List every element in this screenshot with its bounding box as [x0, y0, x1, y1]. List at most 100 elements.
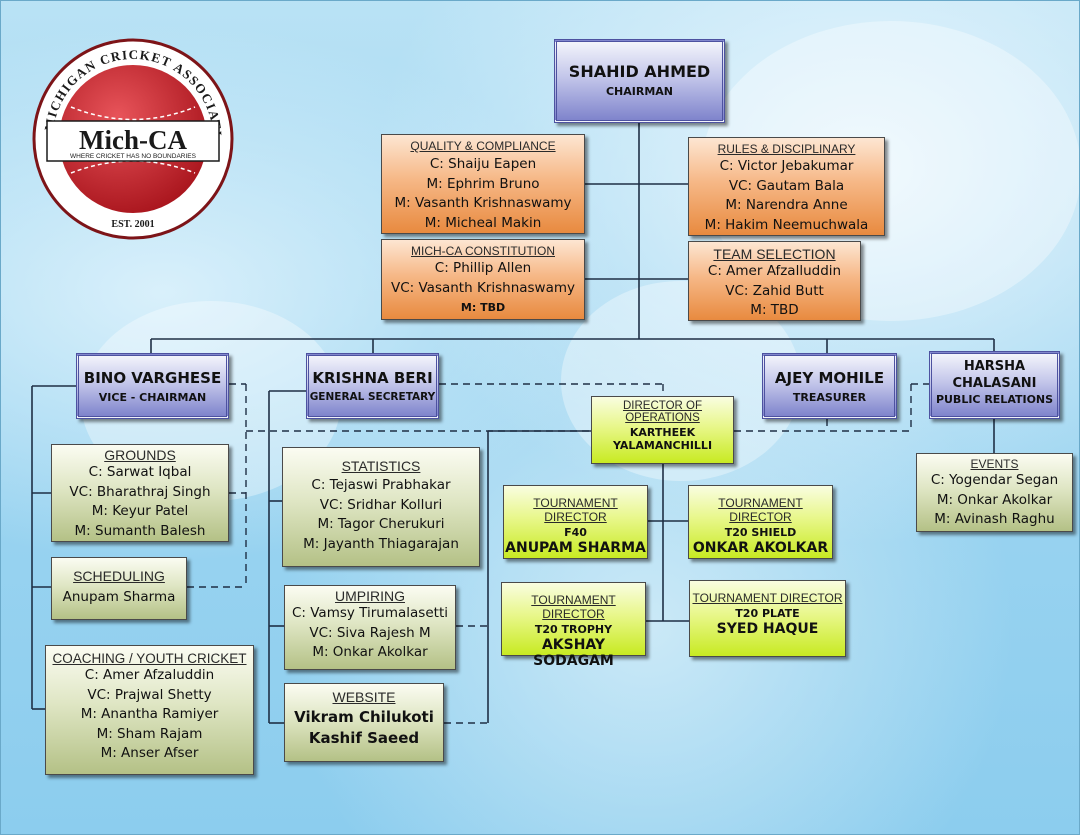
- member-line: C: Tejaswi Prabhakar: [311, 477, 451, 493]
- website-box: WEBSITE Vikram Chilukoti Kashif Saeed: [284, 683, 444, 762]
- chairman-name: SHAHID AHMED: [568, 62, 711, 81]
- member-line: C: Phillip Allen: [434, 260, 532, 276]
- rules-disciplinary-members: C: Victor Jebakumar VC: Gautam Bala M: N…: [689, 157, 884, 235]
- tournament-director-t20-plate-box: TOURNAMENT DIRECTOR T20 PLATE SYED HAQUE: [689, 580, 846, 657]
- member-line: VC: Vasanth Krishnaswamy: [390, 279, 576, 296]
- cricket-ball-logo-icon: MICHIGAN CRICKET ASSOCIATION • U.S.A. Mi…: [25, 25, 234, 240]
- tournament-director-title: TOURNAMENT DIRECTOR: [718, 496, 803, 524]
- member-line: M: Anantha Ramiyer: [80, 706, 219, 722]
- tournament-director-t20-shield-box: TOURNAMENT DIRECTOR T20 SHIELD ONKAR AKO…: [688, 485, 833, 559]
- tournament-director-f40-box: TOURNAMENT DIRECTOR F40 ANUPAM SHARMA: [503, 485, 648, 559]
- statistics-title: STATISTICS: [341, 458, 421, 474]
- constitution-box: MICH-CA CONSTITUTION C: Phillip Allen VC…: [381, 239, 585, 320]
- director-of-operations-name-1: KARTHEEK: [629, 426, 696, 439]
- member-line: C: Victor Jebakumar: [719, 158, 854, 174]
- public-relations-title: PUBLIC RELATIONS: [935, 393, 1054, 406]
- website-title: WEBSITE: [332, 689, 396, 705]
- statistics-box: STATISTICS C: Tejaswi Prabhakar VC: Srid…: [282, 447, 480, 567]
- tournament-director-title: TOURNAMENT DIRECTOR: [531, 593, 616, 621]
- member-line: M: Hakim Neemuchwala: [704, 216, 869, 233]
- constitution-members: C: Phillip Allen VC: Vasanth Krishnaswam…: [382, 259, 584, 318]
- events-box: EVENTS C: Yogendar Segan M: Onkar Akolka…: [916, 453, 1073, 532]
- tournament-director-name: ONKAR AKOLKAR: [692, 540, 829, 556]
- member-line: C: Amer Afzaluddin: [84, 667, 215, 683]
- tournament-director-title: TOURNAMENT DIRECTOR: [692, 591, 843, 605]
- quality-compliance-title: QUALITY & COMPLIANCE: [410, 139, 556, 153]
- member-line: M: Jayanth Thiagarajan: [303, 535, 459, 552]
- treasurer-box: AJEY MOHILE TREASURER: [762, 353, 897, 419]
- chairman-box: SHAHID AHMED CHAIRMAN: [554, 39, 725, 123]
- member-line: C: Shaiju Eapen: [429, 156, 537, 172]
- member-line: M: Keyur Patel: [91, 503, 189, 519]
- member-line: M: Onkar Akolkar: [936, 491, 1053, 508]
- member-line: M: Tagor Cherukuri: [317, 516, 445, 532]
- grounds-box: GROUNDS C: Sarwat Iqbal VC: Bharathraj S…: [51, 444, 229, 542]
- team-selection-members: C: Amer Afzalluddin VC: Zahid Butt M: TB…: [689, 262, 860, 321]
- director-of-operations-title-2: OPERATIONS: [625, 412, 700, 424]
- chairman-title: CHAIRMAN: [605, 85, 674, 98]
- umpiring-title: UMPIRING: [335, 588, 405, 604]
- member-line: M: Micheal Makin: [424, 214, 542, 231]
- member-line: M: Sumanth Balesh: [74, 522, 206, 539]
- scheduling-box: SCHEDULING Anupam Sharma: [51, 557, 187, 620]
- website-member: Vikram Chilukoti: [294, 708, 434, 726]
- public-relations-first-name: HARSHA: [963, 359, 1026, 374]
- vice-chairman-box: BINO VARGHESE VICE - CHAIRMAN: [76, 353, 229, 419]
- member-line: C: Vamsy Tirumalasetti: [291, 605, 448, 621]
- website-member: Kashif Saeed: [308, 729, 420, 747]
- member-line: VC: Bharathraj Singh: [69, 483, 211, 500]
- tournament-director-competition: F40: [564, 526, 587, 539]
- member-line: VC: Siva Rajesh M: [309, 624, 431, 641]
- team-selection-box: TEAM SELECTION C: Amer Afzalluddin VC: Z…: [688, 241, 861, 321]
- general-secretary-box: KRISHNA BERI GENERAL SECRETARY: [306, 353, 439, 419]
- member-line: M: Anser Afser: [100, 745, 199, 761]
- umpiring-members: C: Vamsy Tirumalasetti VC: Siva Rajesh M…: [285, 604, 455, 663]
- tournament-director-name: AKSHAY SODAGAM: [533, 637, 614, 669]
- tournament-director-competition: T20 SHIELD: [724, 526, 797, 539]
- mich-ca-logo: MICHIGAN CRICKET ASSOCIATION • U.S.A. Mi…: [25, 25, 235, 241]
- member-line: M: Sham Rajam: [96, 725, 203, 742]
- tournament-director-title: TOURNAMENT DIRECTOR: [533, 496, 618, 524]
- events-members: C: Yogendar Segan M: Onkar Akolkar M: Av…: [917, 471, 1072, 530]
- member-line: C: Sarwat Iqbal: [88, 464, 192, 480]
- director-of-operations-name-2: YALAMANCHILLI: [612, 439, 713, 452]
- member-line: VC: Zahid Butt: [725, 282, 824, 299]
- member-line: M: Avinash Raghu: [934, 511, 1055, 527]
- team-selection-title: TEAM SELECTION: [713, 246, 836, 262]
- quality-compliance-box: QUALITY & COMPLIANCE C: Shaiju Eapen M: …: [381, 134, 585, 234]
- member-line: C: Amer Afzalluddin: [707, 263, 842, 279]
- member-line: VC: Gautam Bala: [728, 177, 845, 194]
- tournament-director-competition: T20 TROPHY: [534, 623, 613, 636]
- events-title: EVENTS: [970, 457, 1019, 471]
- director-of-operations-title-1: DIRECTOR OF: [622, 400, 702, 412]
- public-relations-last-name: CHALASANI: [952, 376, 1037, 391]
- logo-tagline: WHERE CRICKET HAS NO BOUNDARIES: [70, 153, 197, 160]
- vice-chairman-title: VICE - CHAIRMAN: [98, 391, 207, 404]
- treasurer-title: TREASURER: [792, 391, 867, 404]
- vice-chairman-name: BINO VARGHESE: [83, 369, 222, 387]
- member-line: M: Onkar Akolkar: [312, 644, 428, 660]
- rules-disciplinary-title: RULES & DISCIPLINARY: [717, 142, 856, 156]
- grounds-members: C: Sarwat Iqbal VC: Bharathraj Singh M: …: [52, 463, 228, 541]
- treasurer-name: AJEY MOHILE: [774, 369, 885, 387]
- member-line: M: TBD: [750, 302, 799, 318]
- rules-disciplinary-box: RULES & DISCIPLINARY C: Victor Jebakumar…: [688, 137, 885, 236]
- general-secretary-title: GENERAL SECRETARY: [309, 391, 436, 403]
- scheduling-member: Anupam Sharma: [62, 589, 176, 605]
- member-line: M: Narendra Anne: [725, 197, 848, 213]
- tournament-director-t20-trophy-box: TOURNAMENT DIRECTOR T20 TROPHY AKSHAY SO…: [501, 582, 646, 669]
- director-of-operations-box: DIRECTOR OF OPERATIONS KARTHEEK YALAMANC…: [591, 396, 734, 464]
- coaching-youth-cricket-title: COACHING / YOUTH CRICKET: [52, 651, 247, 666]
- tournament-director-competition: T20 PLATE: [735, 607, 800, 620]
- logo-wordmark: Mich-CA: [79, 125, 187, 155]
- public-relations-box: HARSHA CHALASANI PUBLIC RELATIONS: [929, 351, 1060, 419]
- grounds-title: GROUNDS: [104, 447, 176, 463]
- member-line: M: Ephrim Bruno: [426, 175, 540, 192]
- quality-compliance-members: C: Shaiju Eapen M: Ephrim Bruno M: Vasan…: [382, 155, 584, 233]
- tournament-director-name: SYED HAQUE: [716, 621, 819, 637]
- constitution-title: MICH-CA CONSTITUTION: [411, 244, 555, 258]
- logo-established: EST. 2001: [111, 219, 154, 230]
- member-line: VC: Prajwal Shetty: [87, 686, 212, 703]
